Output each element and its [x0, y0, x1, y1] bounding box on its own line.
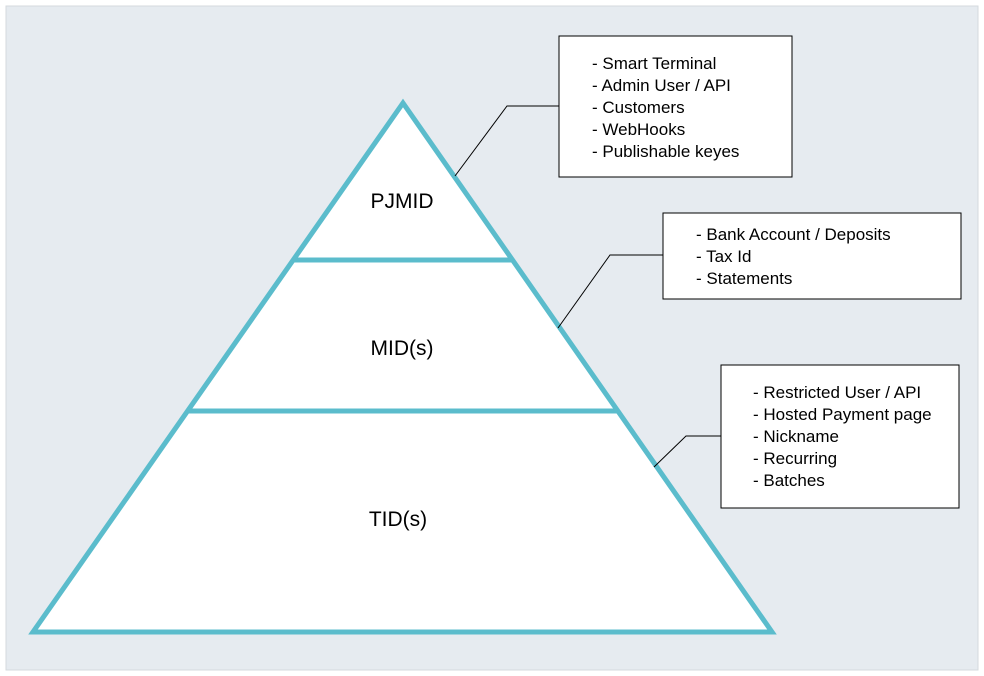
note-middle-item: - Bank Account / Deposits	[696, 225, 891, 244]
note-bottom-item: - Batches	[753, 471, 825, 490]
note-box-bottom: - Restricted User / API - Hosted Payment…	[720, 364, 960, 509]
note-box-middle: - Bank Account / Deposits - Tax Id - Sta…	[662, 212, 962, 300]
note-box-bottom-frame	[720, 364, 960, 509]
note-bottom-item: - Restricted User / API	[753, 383, 921, 402]
note-middle-item: - Tax Id	[696, 247, 751, 266]
note-top-item: - WebHooks	[592, 120, 685, 139]
note-bottom-item: - Hosted Payment page	[753, 405, 932, 424]
connectors	[454, 105, 721, 468]
note-top-item: - Smart Terminal	[592, 54, 716, 73]
note-top-item: - Admin User / API	[592, 76, 731, 95]
note-box-top: - Smart Terminal - Admin User / API - Cu…	[558, 35, 793, 178]
tier-label-pjmid: PJMID	[371, 190, 434, 213]
tier-label-tid: TID(s)	[369, 508, 427, 531]
note-bottom-item: - Nickname	[753, 427, 839, 446]
note-box-middle-frame	[662, 212, 962, 300]
connector-bottom	[653, 435, 721, 468]
pyramid-shape	[28, 98, 777, 635]
note-top-item: - Customers	[592, 98, 685, 117]
note-top-item: - Publishable keyes	[592, 142, 739, 161]
connector-top	[454, 105, 559, 177]
pyramid: PJMID MID(s) TID(s)	[28, 98, 777, 635]
note-middle-item: - Statements	[696, 269, 792, 288]
note-bottom-item: - Recurring	[753, 449, 837, 468]
note-box-top-frame	[558, 35, 793, 178]
connector-middle	[557, 254, 663, 329]
tier-label-mid: MID(s)	[371, 337, 434, 360]
